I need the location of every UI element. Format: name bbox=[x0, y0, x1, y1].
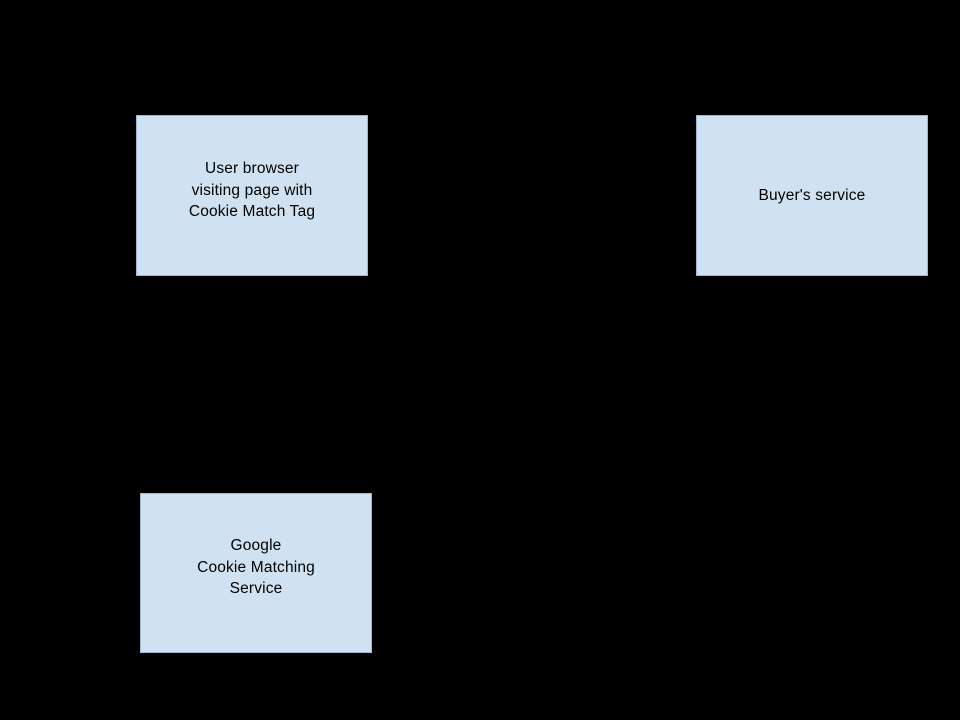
diagram-node-google-cookie-matching-service[interactable]: Google Cookie Matching Service bbox=[140, 493, 372, 653]
diagram-node-buyer-service[interactable]: Buyer's service bbox=[696, 115, 928, 276]
diagram-node-buyer-service-label: Buyer's service bbox=[758, 186, 866, 204]
diagram-node-user-browser-label: User browser visiting page with Cookie M… bbox=[188, 160, 316, 220]
diagram-node-user-browser[interactable]: User browser visiting page with Cookie M… bbox=[136, 115, 368, 276]
diagram-node-google-cookie-matching-service-label: Google Cookie Matching Service bbox=[197, 537, 315, 597]
